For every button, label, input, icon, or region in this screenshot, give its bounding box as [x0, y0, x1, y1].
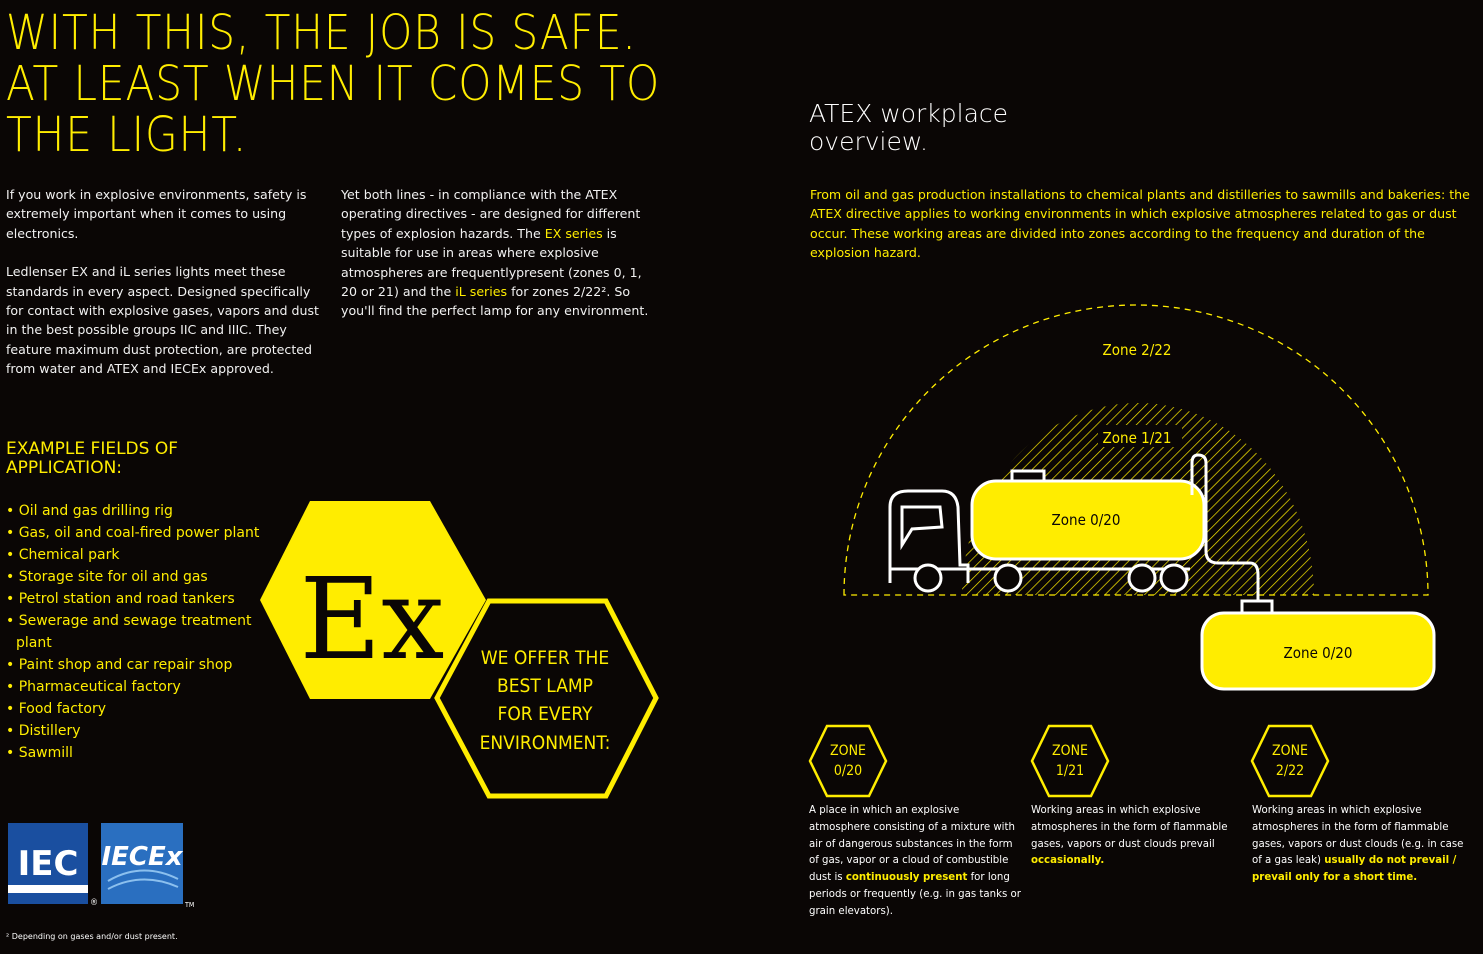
intro-column-2: Yet both lines - in compliance with the … — [341, 185, 661, 340]
p3-text-3: for zones 2/22². So you'll find the perf… — [341, 284, 649, 319]
zone-desc-highlight: continuously present — [845, 872, 968, 884]
p3-text-2: is suitable for use in areas where explo… — [341, 225, 642, 300]
intro-column-1: If you work in explosive environments, s… — [6, 185, 326, 398]
offer-line-4: ENVIRONMENT: — [480, 732, 611, 754]
zone-hexagon-icon — [1250, 724, 1330, 798]
iecex-swoosh-2 — [107, 878, 179, 890]
truck-wheel — [993, 563, 1023, 593]
zone-desc-text: Working areas in which explosive atmosph… — [1031, 805, 1228, 850]
truck-wheel — [913, 563, 943, 593]
headline-line-2: AT LEAST WHEN IT COMES TO — [6, 56, 661, 112]
truck-wheel — [1159, 563, 1189, 593]
iecex-trademark: TM — [184, 901, 194, 909]
zone-desc-highlight: usually do not prevail / prevail only fo… — [1252, 855, 1457, 884]
list-item: • Distillery — [6, 723, 81, 739]
ground-tank — [1200, 611, 1436, 691]
headline: WITH THIS, THE JOB IS SAFE. AT LEAST WHE… — [6, 8, 660, 161]
zone-desc-highlight: occasionally. — [1031, 855, 1105, 867]
atex-intro: From oil and gas production installation… — [810, 187, 1470, 261]
transfer-hose — [1190, 453, 1260, 601]
zone-badge-2-22: ZONE 2/22 — [1250, 724, 1330, 798]
offer-line-2: BEST LAMP — [497, 675, 593, 697]
tanker-zone-label: Zone 0/20 — [1052, 511, 1121, 529]
zone-badge-label-bottom: 0/20 — [834, 763, 862, 779]
headline-line-1: WITH THIS, THE JOB IS SAFE. — [6, 5, 637, 61]
offer-line-3: FOR EVERY — [498, 703, 594, 725]
tanker-tank — [970, 479, 1206, 561]
zone-desc-text: A place in which an explosive atmosphere… — [809, 805, 1015, 884]
zone-badge-1-21: ZONE 1/21 — [1030, 724, 1110, 798]
truck-wheel — [1127, 563, 1157, 593]
list-item: • Sewerage and sewage treatment plant — [6, 613, 252, 651]
atex-title-line-2: overview. — [809, 127, 928, 156]
ex-symbol-text: Ex — [300, 555, 445, 685]
truck-window — [900, 505, 944, 551]
zone-1-21-label: Zone 1/21 — [1103, 429, 1172, 447]
list-item: • Gas, oil and coal-fired power plant — [6, 525, 260, 541]
ex-badge: Ex WE OFFER THE BEST LAMP FOR EVERY ENVI… — [260, 501, 659, 799]
intro-paragraph-1: If you work in explosive environments, s… — [6, 187, 307, 241]
zone-description-2-22: Working areas in which explosive atmosph… — [1252, 803, 1466, 887]
list-item: • Storage site for oil and gas — [6, 569, 208, 585]
list-item: • Food factory — [6, 701, 107, 717]
fields-title-line-1: EXAMPLE FIELDS OF — [6, 439, 179, 459]
zone-1-21-label-bg — [1098, 425, 1182, 447]
ex-hexagon-filled — [260, 501, 486, 699]
zone-description-1-21: Working areas in which explosive atmosph… — [1031, 803, 1245, 870]
list-item: • Paint shop and car repair shop — [6, 657, 233, 673]
zone-2-22-dome — [843, 304, 1429, 596]
zone-diagram: Zone 2/22 Zone 1/21 Zone 0/20 Zone 0/20 — [843, 304, 1436, 691]
fields-title-line-2: APPLICATION: — [6, 458, 123, 478]
zone-description-0-20: A place in which an explosive atmosphere… — [809, 803, 1021, 921]
iec-logo-text: IEC — [18, 844, 79, 884]
atex-title: ATEX workplace overview. — [809, 100, 1008, 156]
p3-text-1: Yet both lines - in compliance with the … — [341, 187, 641, 241]
list-item: • Pharmaceutical factory — [6, 679, 181, 695]
intro-paragraph-2: Ledlenser EX and iL series lights meet t… — [6, 264, 319, 377]
offer-line-1: WE OFFER THE — [481, 647, 609, 669]
list-item: • Sawmill — [6, 745, 73, 761]
ex-series-highlight: EX series — [544, 225, 603, 241]
zone-hexagon-icon — [1030, 724, 1110, 798]
footnote: ² Depending on gases and/or dust present… — [6, 932, 178, 941]
list-item: • Chemical park — [6, 547, 120, 563]
zone-hexagon-icon — [808, 724, 888, 798]
list-item: • Oil and gas drilling rig — [6, 503, 173, 519]
iecex-logo-text: IECEx — [101, 842, 183, 872]
zone-desc-text: Working areas in which explosive atmosph… — [1252, 805, 1464, 867]
certification-logos: IEC ® IECEx TM — [8, 823, 194, 909]
iecex-swoosh — [107, 869, 179, 882]
zone-badge-label-top: ZONE — [1272, 743, 1308, 759]
il-series-highlight: iL series — [455, 284, 508, 300]
list-item: • Petrol station and road tankers — [6, 591, 235, 607]
zone-badge-0-20: ZONE 0/20 — [808, 724, 888, 798]
intro-paragraph-3: Yet both lines - in compliance with the … — [341, 185, 661, 321]
iecex-logo-box — [101, 823, 183, 904]
truck-cab — [888, 489, 970, 583]
zone-badge-label-top: ZONE — [1052, 743, 1088, 759]
ground-tank-zone-label: Zone 0/20 — [1284, 644, 1353, 662]
iec-logo-stripe — [8, 885, 88, 893]
zone-badge-label-top: ZONE — [830, 743, 866, 759]
offer-hexagon-outline — [434, 598, 659, 799]
zone-badge-label-bottom: 2/22 — [1276, 763, 1304, 779]
atex-title-line-1: ATEX workplace — [809, 99, 1009, 128]
fields-list: • Oil and gas drilling rig • Gas, oil an… — [6, 500, 266, 764]
fields-title: EXAMPLE FIELDS OF APPLICATION: — [6, 440, 178, 478]
iec-registered-mark: ® — [90, 898, 98, 908]
zone-2-22-label: Zone 2/22 — [1103, 341, 1172, 359]
ground-tank-valve — [1240, 599, 1274, 615]
zone-desc-text: for long periods or frequently (e.g. in … — [809, 872, 1021, 917]
headline-line-3: THE LIGHT. — [6, 107, 248, 163]
zone-badge-label-bottom: 1/21 — [1056, 763, 1084, 779]
